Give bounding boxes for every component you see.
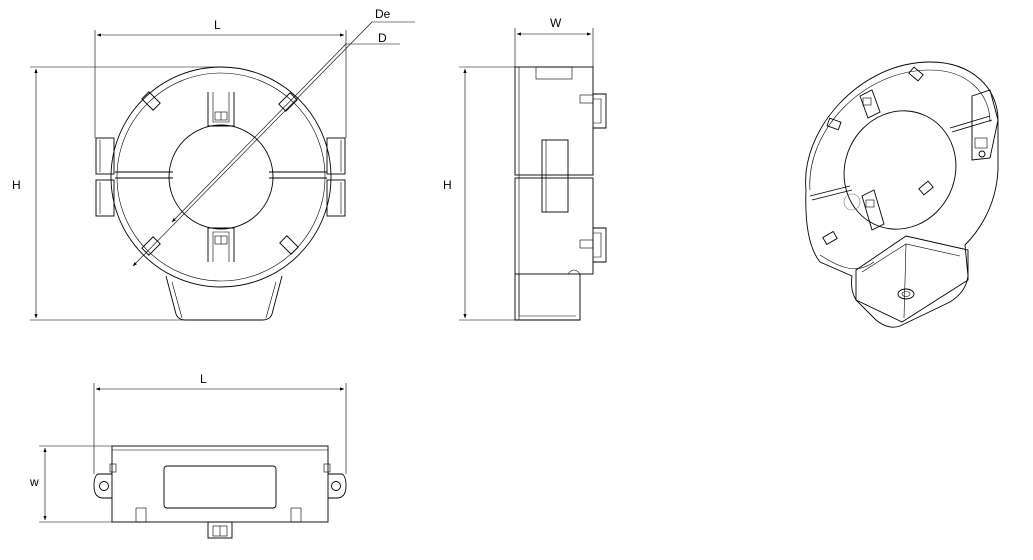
side-view-body-lower — [514, 177, 594, 275]
front-view: L H De D — [12, 7, 415, 321]
outer-diameter-dimension-line — [132, 21, 373, 267]
front-view-outer-ring — [110, 66, 332, 288]
front-view-inner-hole — [168, 124, 274, 230]
front-view-side-ears — [95, 137, 346, 217]
front-view-clips — [141, 91, 299, 262]
inner-diameter-dimension-line — [171, 43, 347, 223]
bottom-length-label: L — [200, 372, 207, 386]
bottom-view-right-ear — [328, 473, 347, 499]
bottom-view-body — [111, 445, 329, 523]
isometric-terminal-box — [855, 235, 969, 323]
bottom-width-label: w — [29, 475, 39, 489]
side-width-label: W — [550, 16, 562, 30]
side-view: W H — [443, 16, 607, 321]
isometric-view — [805, 61, 999, 328]
front-length-label: L — [214, 18, 221, 32]
inner-diameter-label: D — [378, 31, 387, 45]
bottom-view-connector — [207, 521, 233, 539]
side-view-body-upper — [514, 66, 594, 176]
bottom-view: L w — [29, 372, 347, 539]
front-view-terminal-box — [165, 275, 283, 321]
outer-diameter-label: De — [375, 7, 391, 21]
isometric-clips — [822, 66, 934, 246]
bottom-view-left-ear — [93, 473, 112, 499]
bottom-view-window — [163, 465, 277, 509]
side-height-label: H — [443, 178, 452, 192]
front-height-label: H — [12, 178, 21, 192]
isometric-inner-hole — [843, 110, 957, 230]
